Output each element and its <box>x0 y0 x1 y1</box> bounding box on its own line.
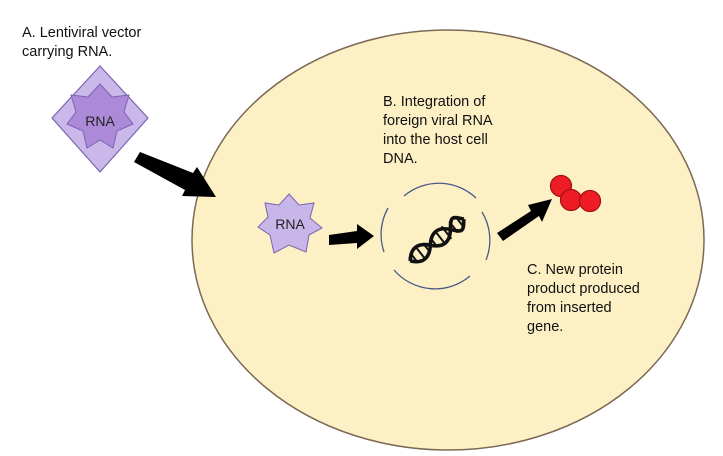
free-rna: RNA <box>257 193 323 254</box>
dna-helix-icon <box>408 215 466 264</box>
label-step-b: B. Integration of foreign viral RNA into… <box>383 94 493 167</box>
label-step-c: C. New protein product produced from ins… <box>527 262 640 335</box>
rna-star-icon <box>257 193 323 254</box>
label-step-a: A. Lentiviral vector carrying RNA. <box>22 25 142 60</box>
protein-bead-3 <box>578 189 602 213</box>
vector-star-icon <box>66 83 134 149</box>
nucleus-arc-bottom <box>393 269 471 290</box>
protein-bead-2 <box>559 188 583 212</box>
nucleus <box>380 182 491 290</box>
entry-arrow <box>134 152 216 197</box>
expression-arrow <box>497 199 552 241</box>
nucleus-arc-left <box>380 207 389 253</box>
vector-rna-label: RNA <box>85 113 115 129</box>
free-rna-label: RNA <box>275 216 305 232</box>
nucleus-arc-top <box>403 182 477 199</box>
protein-beads-icon <box>549 174 602 213</box>
lentiviral-vector: RNA <box>51 65 149 173</box>
nucleus-arc-right <box>481 211 491 261</box>
integration-arrow <box>329 224 374 249</box>
